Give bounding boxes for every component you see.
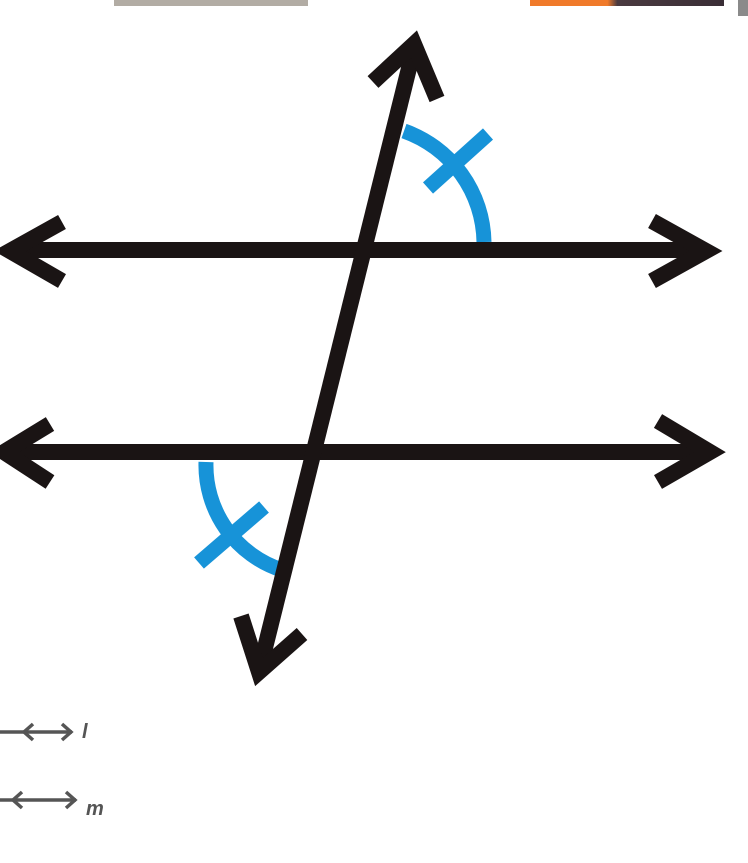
thumbnail-strip-edge [738,0,748,16]
angle-mark-lower [194,461,285,578]
legend-label-l: l [82,720,88,743]
transversal-line [233,30,445,687]
angle-mark-upper [401,123,494,243]
legend-item-l: l [0,720,88,744]
legend-label-m: m [86,798,104,820]
double-arrow-icon [0,722,74,742]
thumbnail-strip-left [114,0,308,6]
thumbnail-strip-right [530,0,724,6]
double-arrow-icon [0,790,78,809]
line-m [0,414,726,489]
legend-item-m: m [0,778,104,821]
